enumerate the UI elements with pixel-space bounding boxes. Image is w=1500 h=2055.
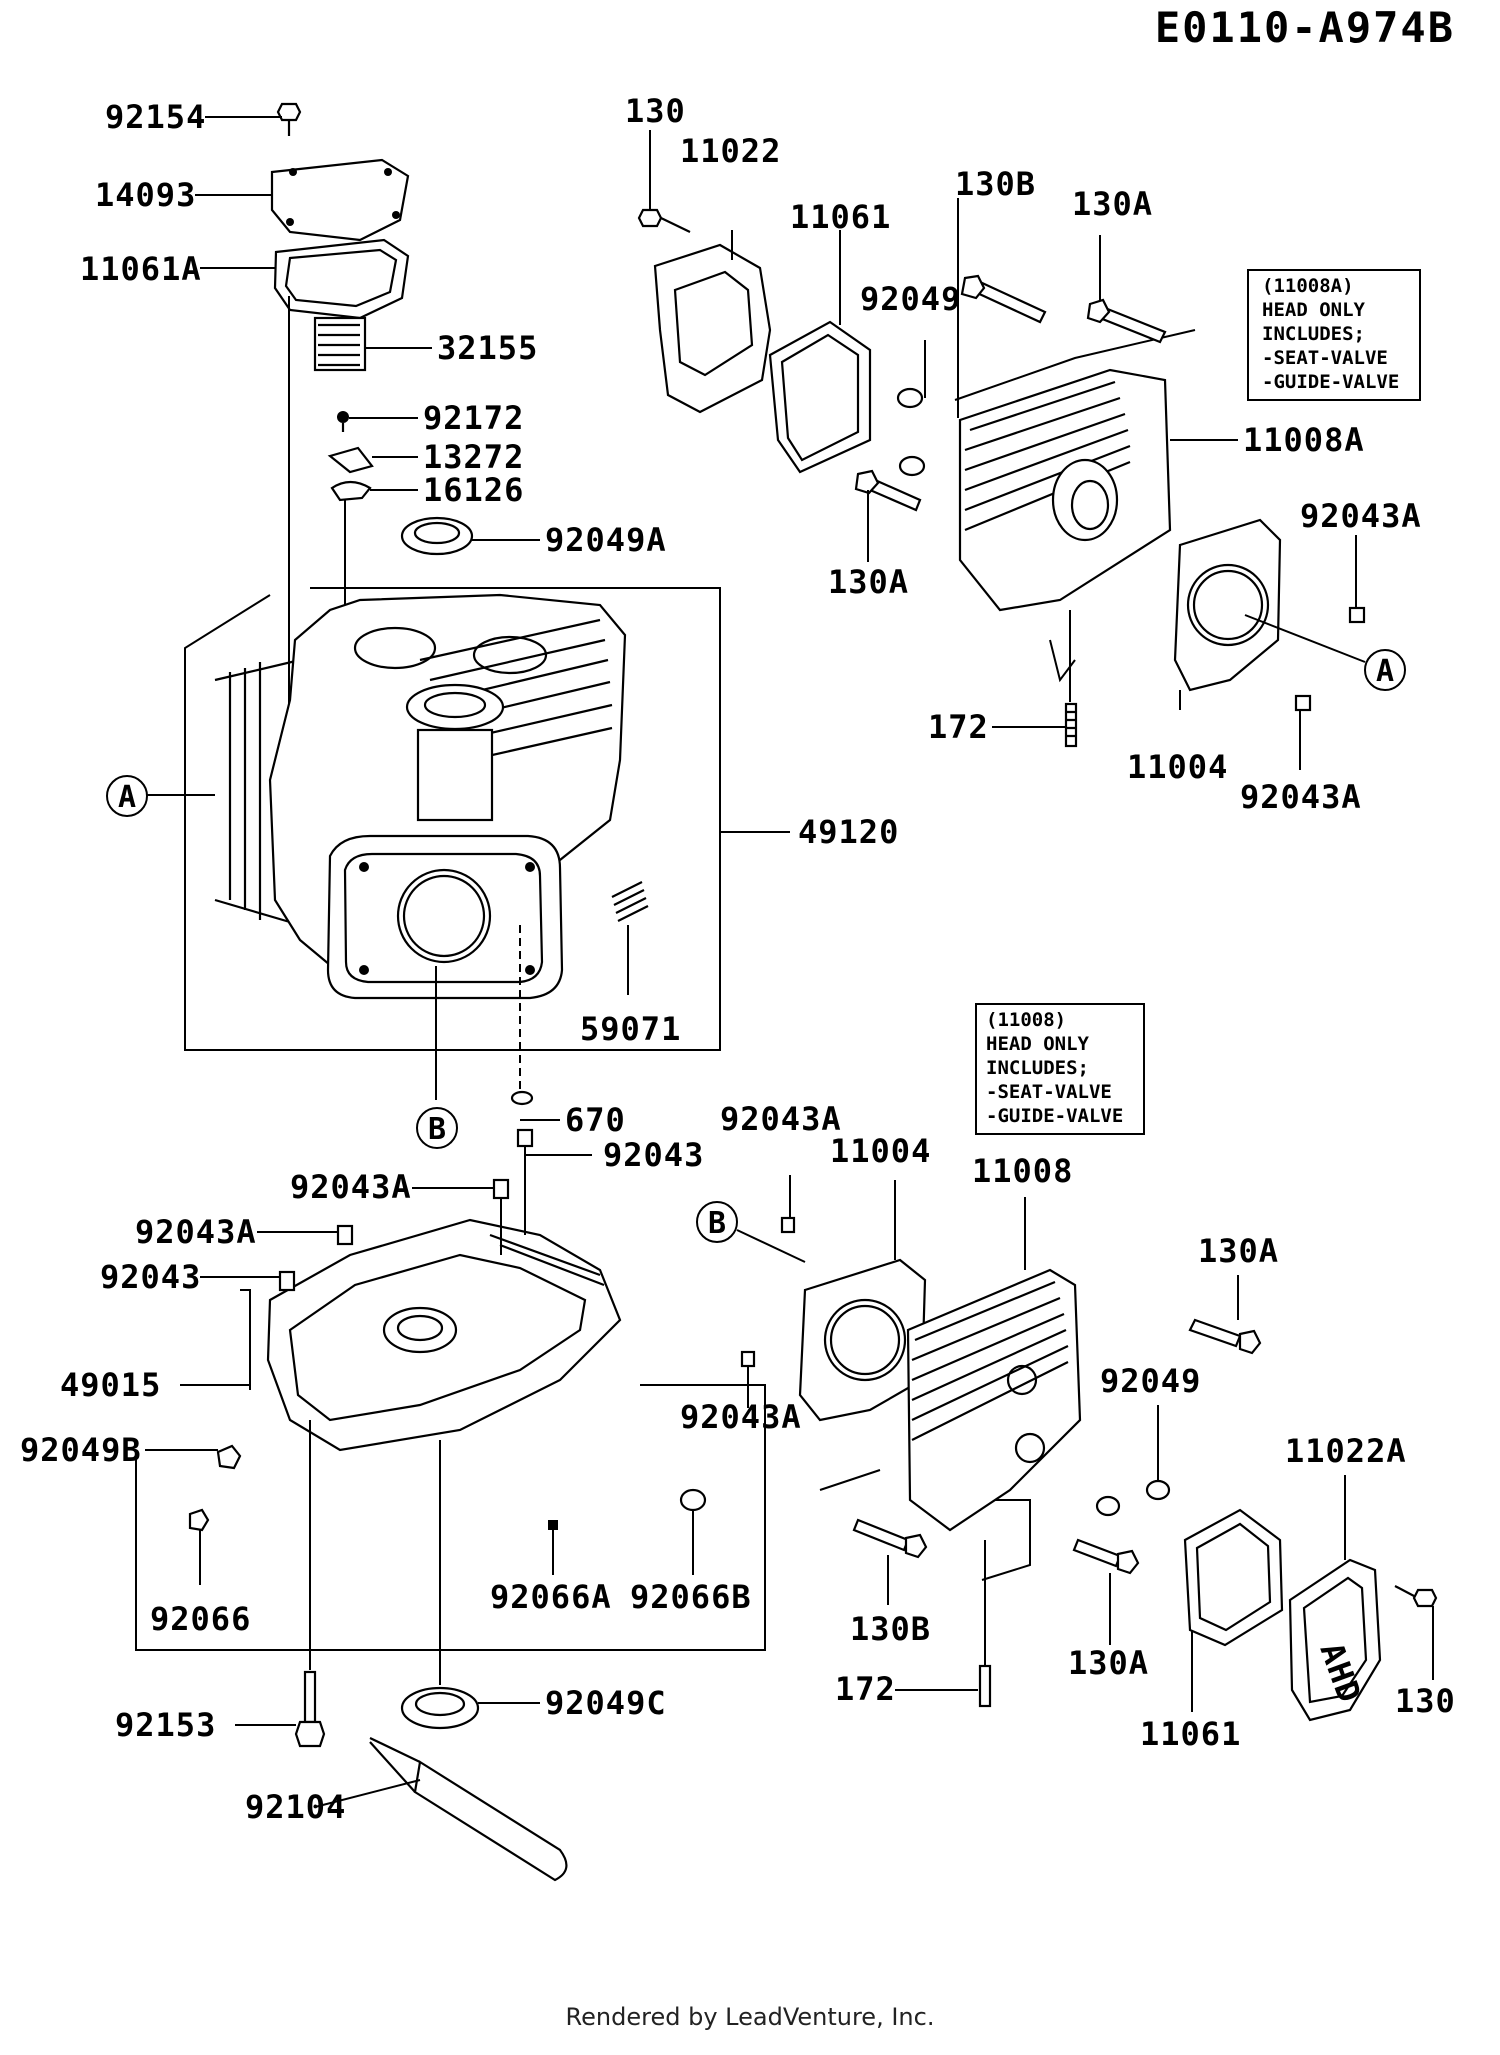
label-130a-upper: 130A (1072, 185, 1153, 223)
label-11004-upper: 11004 (1127, 748, 1228, 786)
ref-marker-b-upper: B (416, 1107, 458, 1149)
group-brackets (130, 329, 1196, 1651)
label-92049b: 92049B (20, 1431, 142, 1469)
svg-text:B: B (708, 1206, 726, 1241)
label-11004-lower: 11004 (830, 1132, 931, 1170)
label-13272: 13272 (423, 438, 524, 476)
label-130-lower: 130 (1395, 1682, 1456, 1720)
part-labels: 92154 14093 11061A 32155 92172 13272 161… (20, 92, 1456, 1826)
label-130a-mid: 130A (828, 563, 909, 601)
label-92043a-upper: 92043A (1300, 497, 1422, 535)
label-92043a-right: 92043A (1240, 778, 1362, 816)
rocker-cover-upper (637, 208, 872, 474)
label-59071: 59071 (580, 1010, 681, 1048)
svg-text:(11008): (11008) (986, 1009, 1066, 1031)
footer-credit: Rendered by LeadVenture, Inc. (566, 2003, 935, 2031)
svg-text:INCLUDES;: INCLUDES; (1262, 323, 1365, 345)
cylinder-head-11008a (854, 274, 1366, 748)
label-172-upper: 172 (928, 708, 989, 746)
label-92104: 92104 (245, 1788, 346, 1826)
svg-text:-SEAT-VALVE: -SEAT-VALVE (1262, 347, 1388, 369)
label-130a-lower1: 130A (1198, 1232, 1279, 1270)
diagram-id: E0110-A974B (1155, 3, 1455, 52)
crankcase-49120 (214, 593, 649, 1106)
label-11061-lower: 11061 (1140, 1715, 1241, 1753)
svg-text:B: B (428, 1112, 446, 1147)
label-172-lower: 172 (835, 1670, 896, 1708)
ref-marker-a-right: A (1244, 614, 1406, 691)
svg-text:-GUIDE-VALVE: -GUIDE-VALVE (986, 1105, 1123, 1127)
note-box-11008a: (11008A) HEAD ONLY INCLUDES; -SEAT-VALVE… (1247, 269, 1421, 401)
label-92043a-lower: 92043A (680, 1398, 802, 1436)
label-92043a-crank2: 92043A (135, 1213, 257, 1251)
label-130a-lower2: 130A (1068, 1644, 1149, 1682)
svg-text:-SEAT-VALVE: -SEAT-VALVE (986, 1081, 1112, 1103)
label-11008: 11008 (972, 1152, 1073, 1190)
label-92049c: 92049C (545, 1684, 667, 1722)
label-130-upper: 130 (625, 92, 686, 130)
label-11061a: 11061A (80, 250, 202, 288)
breather-cover-assembly (270, 102, 474, 835)
svg-text:HEAD ONLY: HEAD ONLY (1262, 299, 1366, 321)
label-32155: 32155 (437, 329, 538, 367)
svg-text:(11008A): (11008A) (1262, 275, 1354, 297)
cylinder-head-11008: AHD (740, 1216, 1438, 1722)
label-92043: 92043 (100, 1258, 201, 1296)
svg-text:A: A (118, 780, 136, 815)
label-14093: 14093 (95, 176, 196, 214)
label-49015: 49015 (60, 1366, 161, 1404)
label-11022a: 11022A (1285, 1432, 1407, 1470)
label-130b-lower: 130B (850, 1610, 931, 1648)
crankcase-49015 (188, 1128, 707, 1882)
svg-text:INCLUDES;: INCLUDES; (986, 1057, 1089, 1079)
label-49120: 49120 (798, 813, 899, 851)
label-11022: 11022 (680, 132, 781, 170)
label-92043-top: 92043 (603, 1136, 704, 1174)
label-16126: 16126 (423, 471, 524, 509)
label-92043a-mid: 92043A (720, 1100, 842, 1138)
ref-marker-b-lower: B (696, 1201, 806, 1263)
label-92066: 92066 (150, 1600, 251, 1638)
label-92066b: 92066B (630, 1578, 752, 1616)
label-92066a: 92066A (490, 1578, 612, 1616)
label-92172: 92172 (423, 399, 524, 437)
svg-text:-GUIDE-VALVE: -GUIDE-VALVE (1262, 371, 1399, 393)
label-92049-lower: 92049 (1100, 1362, 1201, 1400)
leader-lines (145, 116, 1434, 1808)
svg-text:A: A (1376, 654, 1394, 689)
label-92153: 92153 (115, 1706, 216, 1744)
label-92043a-crank1: 92043A (290, 1168, 412, 1206)
svg-text:HEAD ONLY: HEAD ONLY (986, 1033, 1090, 1055)
note-box-11008: (11008) HEAD ONLY INCLUDES; -SEAT-VALVE … (975, 1003, 1145, 1135)
label-92049-upper: 92049 (860, 280, 961, 318)
label-670: 670 (565, 1101, 626, 1139)
label-92154: 92154 (105, 98, 206, 136)
label-11008a: 11008A (1243, 421, 1365, 459)
label-11061-upper: 11061 (790, 198, 891, 236)
label-130b-upper: 130B (955, 165, 1036, 203)
ref-marker-a-left: A (106, 775, 148, 817)
label-92049a: 92049A (545, 521, 667, 559)
